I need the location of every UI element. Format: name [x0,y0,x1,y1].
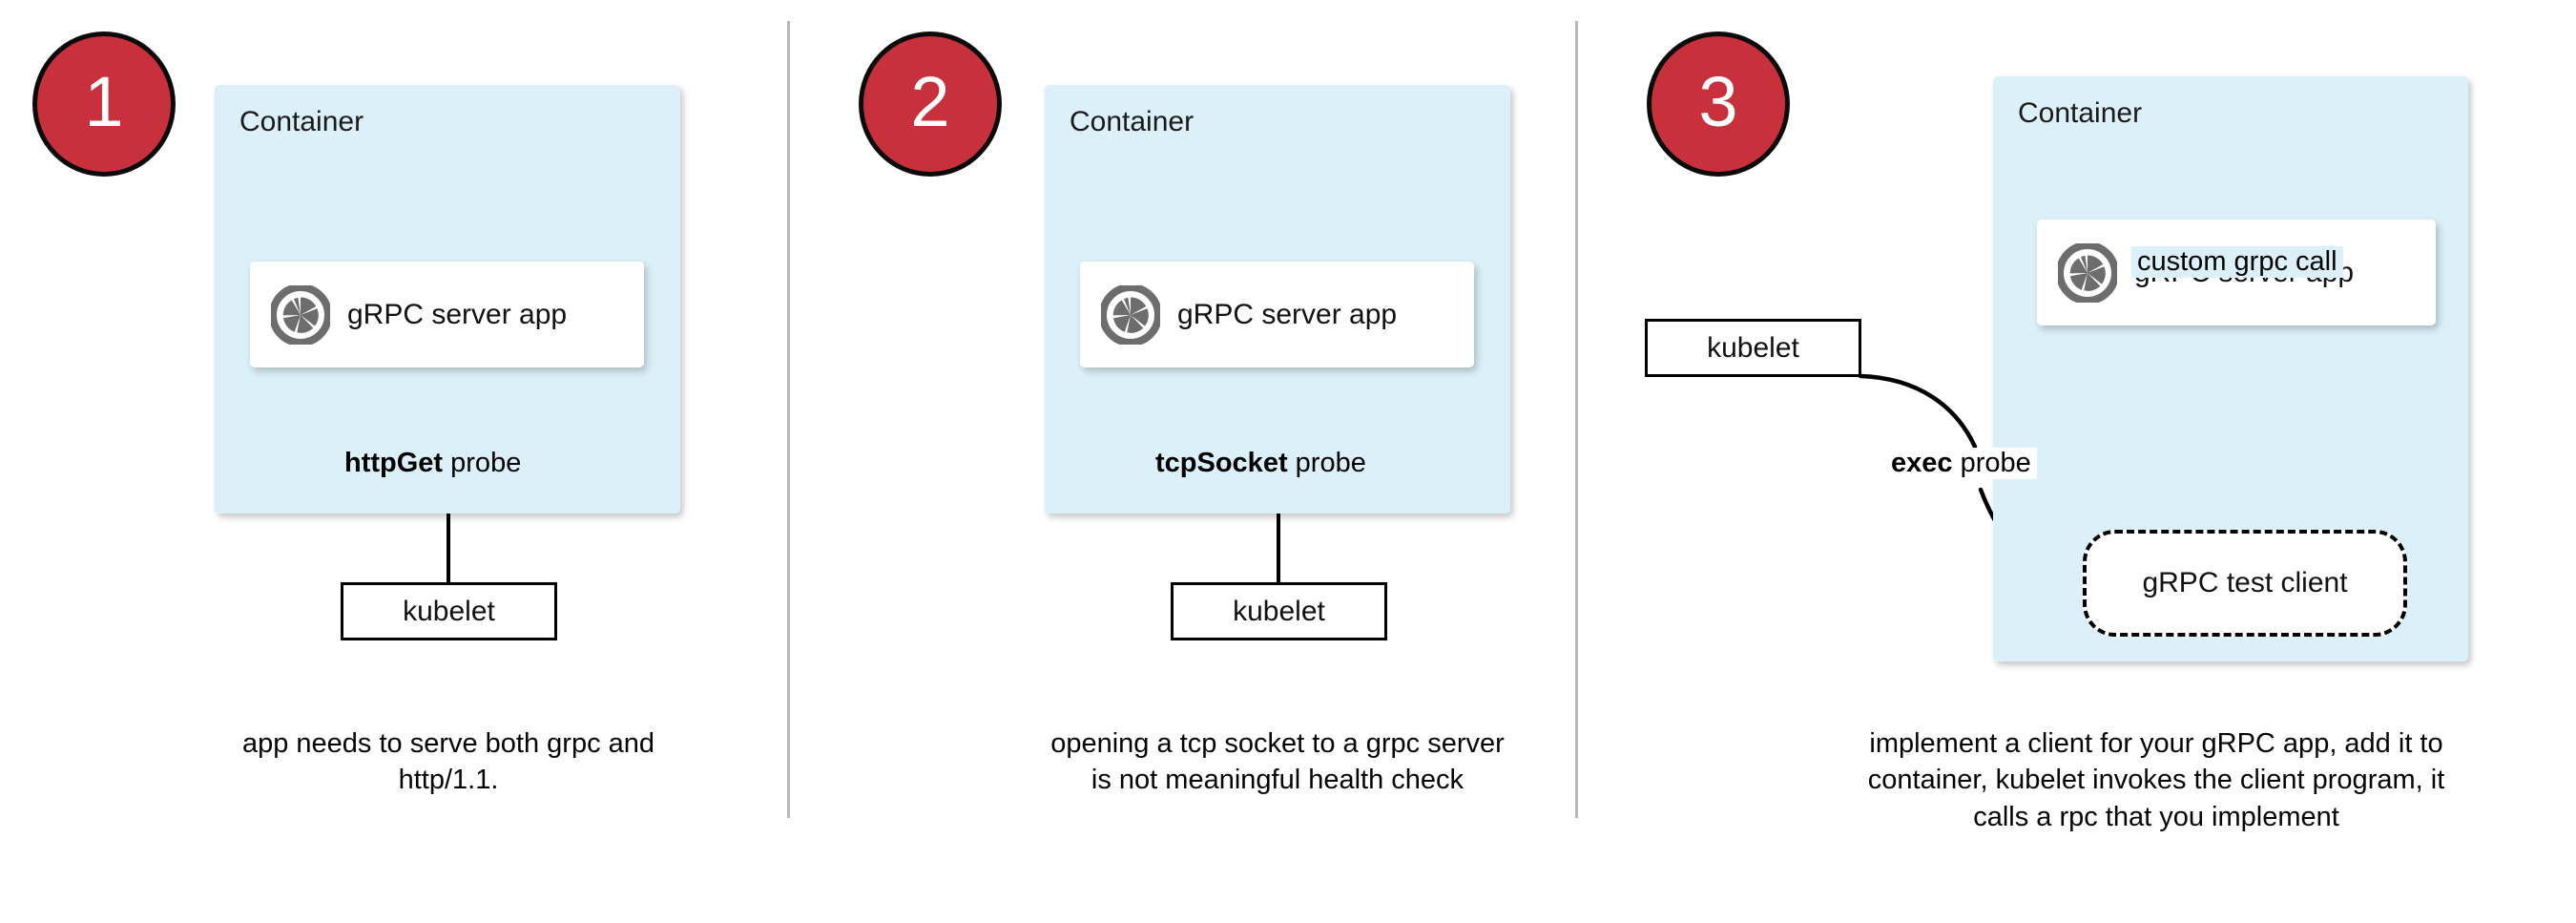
step-badge-1: 1 [32,31,176,177]
grpc-server-app-card-1: gRPC server app [250,262,644,367]
kubelet-label-3: kubelet [1707,331,1799,364]
grpc-server-app-label-1: gRPC server app [347,298,568,330]
probe-type-2: tcpSocket [1155,448,1288,478]
container-label-1: Container [239,106,364,137]
step-number-3: 3 [1698,62,1738,141]
panel-caption-3: implement a client for your gRPC app, ad… [1867,728,2445,832]
probe-suffix-3: probe [1952,448,2031,478]
grpc-aperture-icon [2058,242,2117,303]
step-badge-3: 3 [1647,31,1790,177]
panel3-exec-curve-upper [1858,373,1978,450]
panel-divider-1 [787,21,790,818]
step-badge-2: 2 [859,31,1002,177]
grpc-server-app-card-2: gRPC server app [1080,262,1474,367]
grpc-test-client-label: gRPC test client [2142,567,2348,598]
grpc-test-client-box: gRPC test client [2083,530,2407,637]
panel-caption-2: opening a tcp socket to a grpc server is… [1050,728,1505,796]
panel-caption-1: app needs to serve both grpc and http/1.… [241,728,655,796]
probe-suffix-1: probe [443,448,522,478]
probe-label-1: httpGet probe [339,448,528,479]
probe-type-1: httpGet [344,448,444,478]
probe-label-2: tcpSocket probe [1150,448,1372,479]
step-number-2: 2 [910,62,950,141]
probe-type-3: exec [1891,448,1953,478]
grpc-server-app-label-2: gRPC server app [1177,298,1398,330]
container-label-3: Container [2018,97,2143,129]
kubelet-label-1: kubelet [403,595,495,627]
custom-grpc-call-label: custom grpc call [2131,246,2343,278]
kubelet-box-3: kubelet [1645,319,1861,377]
exec-probe-label: exec probe [1885,448,2037,479]
probe-suffix-2: probe [1287,448,1366,478]
panel-divider-2 [1575,21,1578,818]
step-number-1: 1 [84,62,124,141]
grpc-aperture-icon [271,284,330,345]
kubelet-box-2: kubelet [1171,582,1387,640]
kubelet-label-2: kubelet [1233,595,1325,627]
grpc-aperture-icon [1101,284,1160,345]
container-label-2: Container [1070,106,1195,137]
kubelet-box-1: kubelet [341,582,557,640]
